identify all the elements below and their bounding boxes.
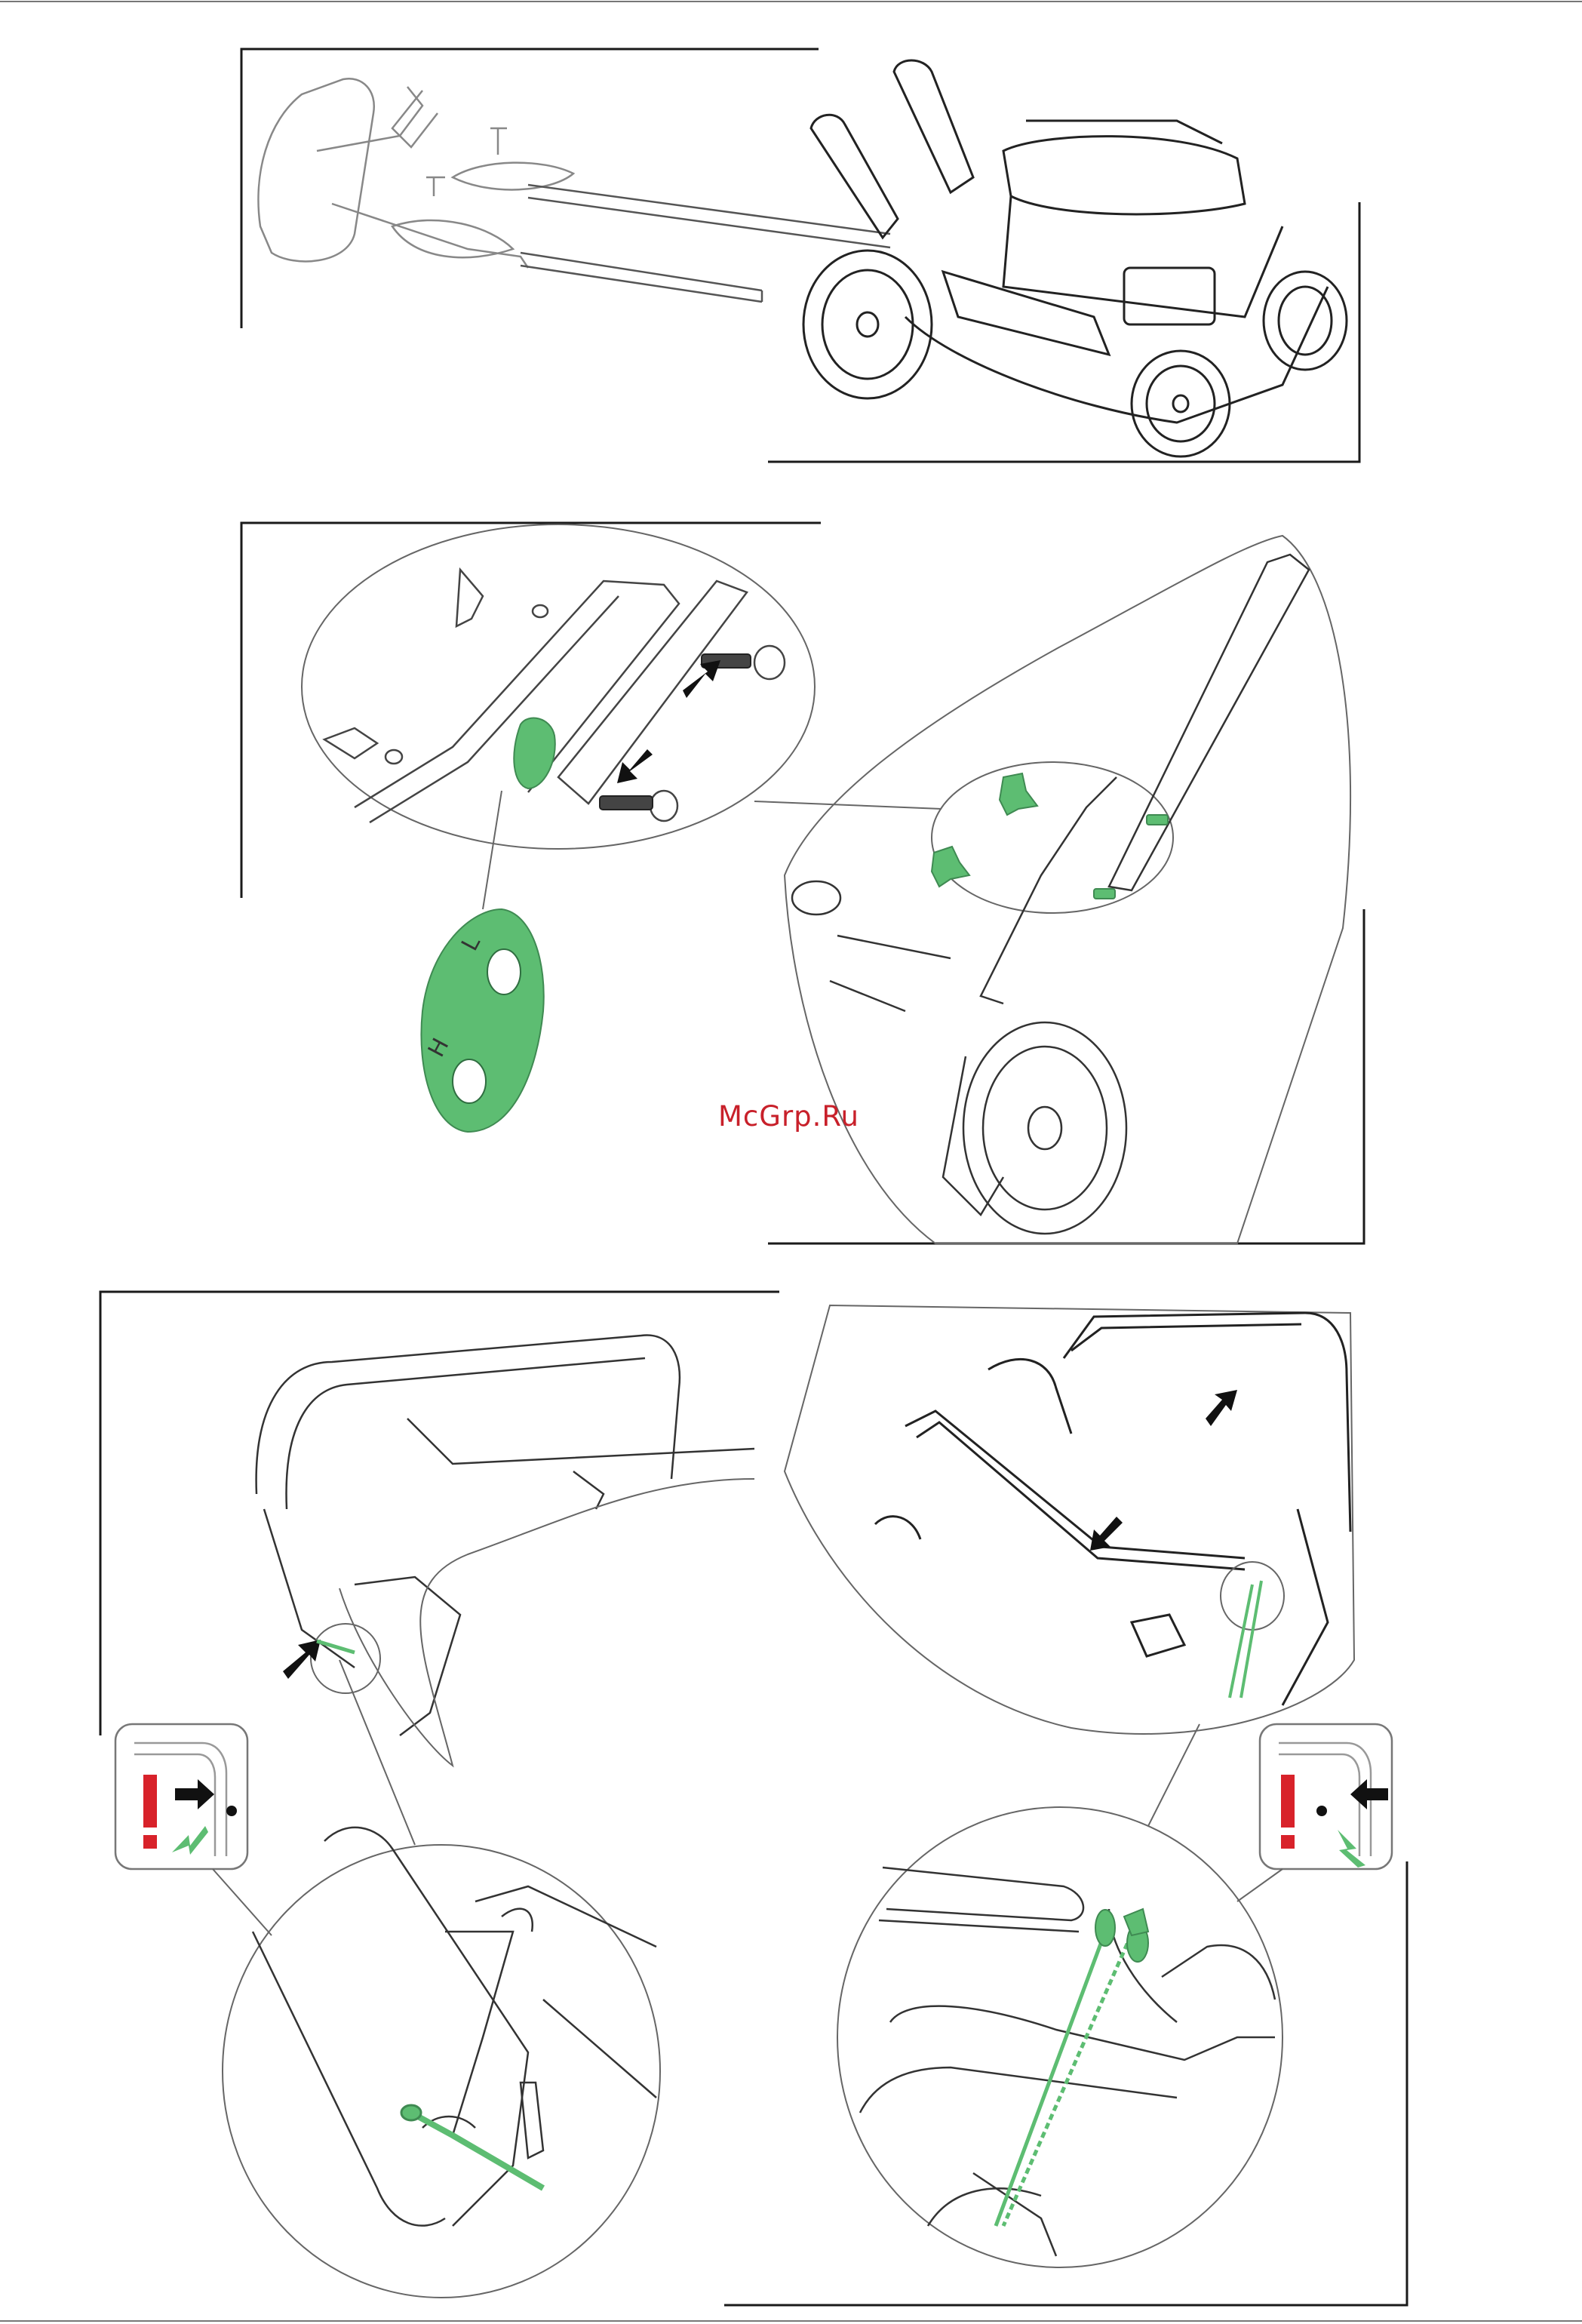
warning-icon [1281,1775,1295,1828]
figure-2-handle-height-adjustment [241,523,1364,1243]
figure-1-mower-handle-unfold [241,49,1359,462]
warning-icon [143,1775,157,1828]
hole-low [487,949,521,994]
watermark: McGrp.Ru [718,1100,884,1133]
warning-box-right [1260,1724,1392,1869]
height-plate-small [514,718,554,788]
warning-box-left [115,1724,247,1869]
hole-high [453,1059,486,1103]
